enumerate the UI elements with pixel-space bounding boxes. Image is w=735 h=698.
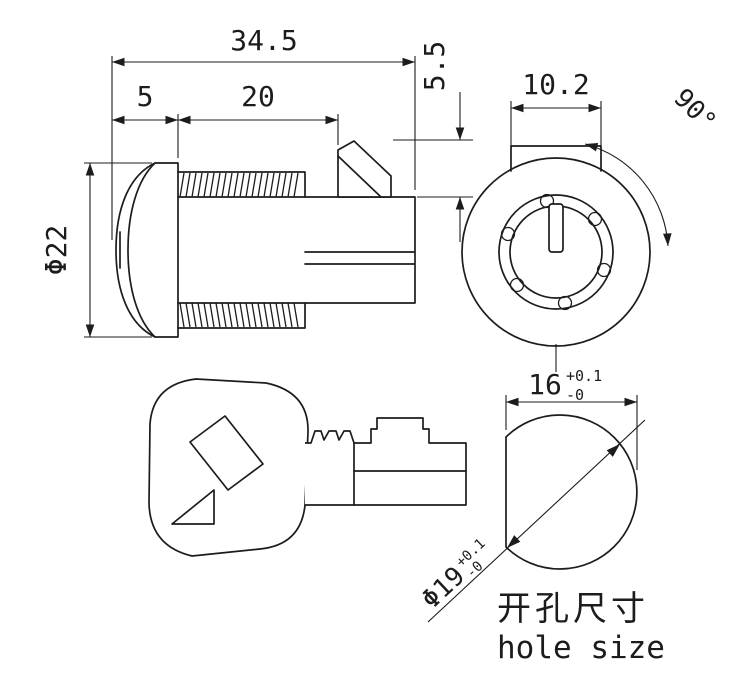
dim-total-length-label: 34.5: [230, 24, 297, 57]
key-blade-outline: [305, 417, 467, 506]
angle-arc: [584, 143, 672, 247]
dim-body-length: 20: [177, 80, 339, 158]
dim-cam-offset: 5.5: [393, 41, 473, 242]
dim-tab-width-label: 10.2: [522, 68, 589, 101]
rear-cylinder-outline: [177, 196, 416, 304]
dim-flat-width-tol-plus: +0.1: [566, 367, 602, 385]
wafer-notch-6: [587, 211, 603, 227]
wafer-notch-5: [539, 193, 555, 209]
dim-head-depth-label: 5: [137, 80, 154, 113]
side-view: 34.5 20 5 5.5 Φ22: [40, 24, 473, 338]
wafer-notch-3: [509, 277, 525, 293]
thread-hatch-top: [179, 172, 299, 198]
bezel-circle: [498, 194, 614, 310]
diameter-leader-line: [427, 419, 646, 623]
cam-tab-edge: [337, 155, 382, 198]
threaded-body-outline: [177, 171, 306, 329]
diameter-arrow-lower: [507, 535, 521, 548]
hole-outline: [505, 414, 638, 570]
wafer-notch-1: [596, 262, 612, 278]
keyway-slot: [548, 203, 564, 253]
key-head-triangle-cutout: [171, 489, 215, 525]
flange-inner-contour: [127, 162, 156, 338]
dim-flat-width-tol-minus: -0: [566, 386, 584, 404]
dim-cam-offset-label: 5.5: [418, 41, 451, 92]
flange-outline: [115, 162, 179, 338]
dim-flat-width: 16 +0.1 -0: [505, 367, 638, 470]
key-head-parallelogram-cutout: [189, 415, 264, 491]
face-view: 10.2 90°: [461, 68, 722, 372]
hole-size-caption-en: hole size: [497, 630, 665, 666]
hole-size-caption-cn: 开孔尺寸: [497, 589, 649, 629]
hole-view: 16 +0.1 -0 Φ19 +0.1 -0 开孔尺寸 hole size: [416, 367, 665, 666]
thread-hatch-bottom: [179, 302, 299, 328]
dim-total-length: 34.5: [111, 24, 416, 240]
wafer-notch-2: [557, 295, 573, 311]
cam-tab: [337, 140, 392, 198]
dim-body-length-label: 20: [241, 80, 275, 113]
dim-head-depth: 5: [112, 80, 178, 125]
dim-rotation-angle: 90°: [584, 83, 722, 247]
dim-flange-diameter-label: Φ22: [40, 225, 73, 276]
wafer-notch-4: [500, 226, 516, 242]
key-view: [148, 378, 467, 557]
dim-rotation-angle-label: 90°: [667, 83, 721, 137]
dim-flat-width-value: 16: [528, 368, 562, 401]
dim-tab-width: 10.2: [510, 68, 602, 150]
dim-flange-diameter: Φ22: [40, 162, 152, 338]
diameter-arrow-upper: [606, 444, 620, 457]
